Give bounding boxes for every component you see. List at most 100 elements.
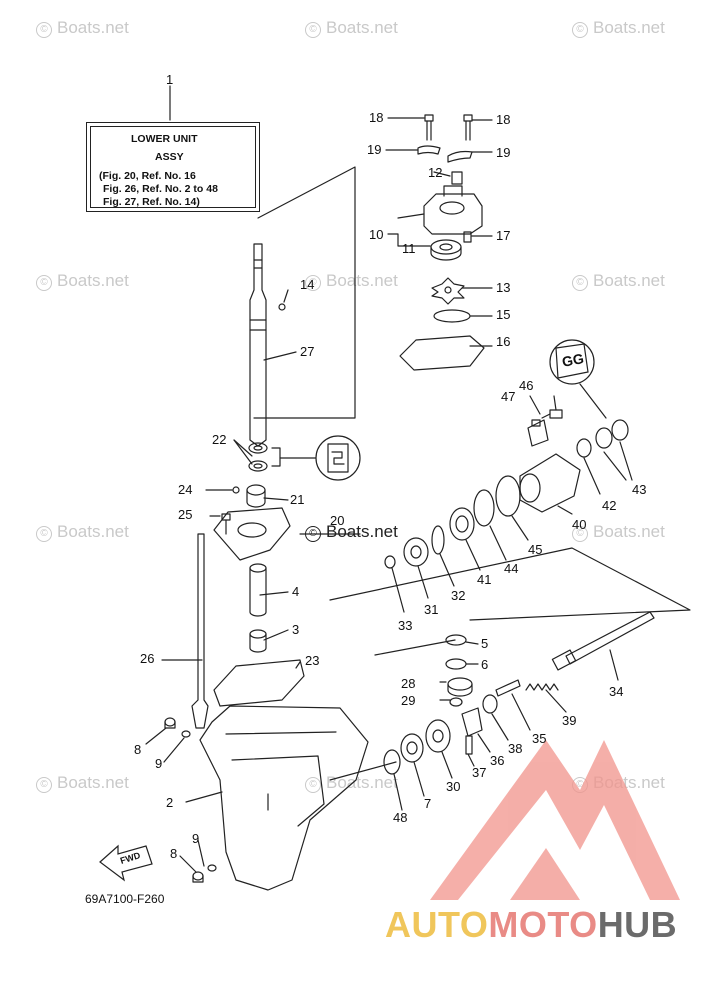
washer-47: [531, 419, 541, 427]
shim-32: [431, 525, 445, 555]
watermark: ©Boats.net: [572, 271, 665, 291]
shim-33: [384, 555, 396, 569]
fwd-arrow-icon: [99, 844, 153, 882]
ref-number: 19: [367, 142, 382, 157]
gear-30: [425, 719, 451, 753]
assembly-ref-line: Fig. 26, Ref. No. 2 to 48: [103, 183, 218, 195]
bearing-7: [400, 733, 424, 763]
ref-number: 23: [305, 653, 320, 668]
bearing-22: [248, 442, 268, 454]
ref-number: 44: [504, 561, 519, 576]
assembly-ref-line: (Fig. 20, Ref. No. 16: [99, 170, 196, 182]
o-ring-15: [433, 309, 471, 323]
ref-number: 42: [602, 498, 617, 513]
ref-number: 11: [402, 241, 416, 256]
assembly-info-box: LOWER UNIT ASSY (Fig. 20, Ref. No. 16 Fi…: [86, 122, 260, 212]
copyright-icon: ©: [36, 526, 52, 542]
seal-42: [576, 438, 592, 458]
gear-28: [447, 677, 473, 697]
assembly-ref-line: Fig. 27, Ref. No. 14): [103, 196, 200, 208]
ref-number: 6: [481, 657, 489, 672]
watermark: ©Boats.net: [305, 18, 398, 38]
gg-callout: [549, 339, 607, 419]
ref-number: 14: [300, 277, 315, 292]
bolt-18: [424, 114, 434, 141]
ref-number: 13: [496, 280, 511, 295]
washer-9: [181, 730, 191, 738]
ref-number: 47: [501, 389, 516, 404]
assembly-subtitle: ASSY: [155, 151, 184, 163]
ref-number: 9: [192, 831, 200, 846]
brand-wordmark: AUTOMOTOHUB: [385, 904, 678, 945]
bolt-18: [463, 114, 473, 141]
ref-number: 9: [155, 756, 163, 771]
ref-number: 5: [481, 636, 489, 651]
pin-35: [495, 679, 521, 697]
seal-43: [595, 419, 629, 449]
ref-number: 38: [508, 741, 523, 756]
washer-9: [207, 864, 217, 872]
group-bracket: [374, 639, 456, 656]
ref-number: 45: [528, 542, 543, 557]
ref-number: 16: [496, 334, 511, 349]
ref-number: 8: [134, 742, 142, 757]
ref-number: 24: [178, 482, 193, 497]
assembly-title: LOWER UNIT: [131, 133, 198, 145]
watermark: ©Boats.net: [36, 271, 129, 291]
watermark: ©Boats.net: [36, 18, 129, 38]
pin-37: [465, 735, 473, 755]
spring-39: [525, 683, 559, 691]
propeller-shaft-34: [551, 611, 655, 671]
ref-number: 17: [496, 228, 511, 243]
circlip-14: [278, 303, 286, 311]
ref-number: 25: [178, 507, 193, 522]
copyright-icon: ©: [305, 275, 321, 291]
ref-number: 29: [401, 693, 416, 708]
plug-24: [232, 486, 240, 494]
ref-number: 40: [572, 517, 587, 532]
ref-number: 35: [532, 731, 547, 746]
bolt-8: [192, 871, 204, 883]
o-ring-45: [495, 475, 521, 517]
copyright-icon: ©: [572, 526, 588, 542]
ref-number: 37: [472, 765, 487, 780]
ref-number: 3: [292, 622, 300, 637]
watermark: ©Boats.net: [36, 522, 129, 542]
impeller-13: [431, 277, 465, 305]
ref-number: 4: [292, 584, 300, 599]
shift-rod-26: [191, 533, 209, 729]
bolt-46: [541, 409, 563, 419]
copyright-icon: ©: [305, 22, 321, 38]
ref-number: 31: [424, 602, 439, 617]
drive-shaft-27: [249, 243, 267, 447]
insert-11: [430, 239, 462, 261]
collar-3: [249, 629, 267, 653]
bushing-21: [246, 484, 266, 508]
pin-17: [463, 231, 472, 243]
o-ring-44: [473, 489, 495, 527]
copyright-icon: ©: [36, 777, 52, 793]
tube-4: [249, 563, 267, 617]
ref-number: 34: [609, 684, 624, 699]
watermark: ©Boats.net: [305, 271, 398, 291]
ref-number: 15: [496, 307, 511, 322]
brand-logo-icon: [430, 740, 680, 900]
ref-number: 43: [632, 482, 647, 497]
copyright-icon: ©: [305, 777, 321, 793]
bearing-22: [248, 460, 268, 472]
grease-icon: [555, 343, 589, 379]
ref-number: 1: [166, 72, 174, 87]
ref-number: 41: [477, 572, 492, 587]
copyright-icon: ©: [36, 22, 52, 38]
ref-number: 36: [490, 753, 505, 768]
ref-number: 21: [290, 492, 305, 507]
shim-48: [383, 749, 401, 775]
ref-number: 18: [496, 112, 511, 127]
ref-number: 30: [446, 779, 461, 794]
ref-number: 48: [393, 810, 408, 825]
lower-case-2: [199, 705, 369, 891]
ref-number: 18: [369, 110, 384, 125]
watermark: ©Boats.net: [572, 522, 665, 542]
shim-6: [445, 658, 467, 670]
copyright-icon: ©: [572, 22, 588, 38]
